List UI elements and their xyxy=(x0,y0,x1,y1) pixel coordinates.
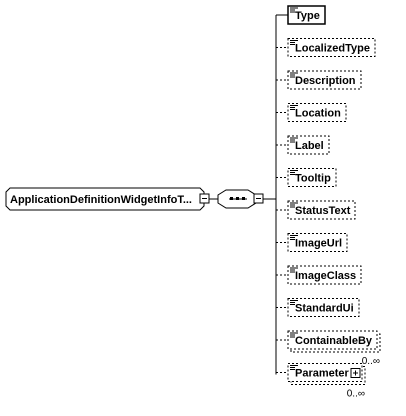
sequence-compositor[interactable] xyxy=(217,189,257,209)
child-element-box xyxy=(287,330,378,350)
element-icon xyxy=(290,202,298,208)
child-element-imageclass[interactable]: ImageClass xyxy=(276,265,362,285)
child-element-box xyxy=(287,135,330,155)
element-icon xyxy=(290,300,298,305)
child-element-label: Label xyxy=(295,140,324,152)
element-icon xyxy=(290,72,298,78)
child-element-statustext[interactable]: StatusText xyxy=(276,200,356,220)
sequence-collapse-icon[interactable] xyxy=(253,193,264,204)
occurrence-label: 0..∞ xyxy=(362,356,380,367)
child-element-box xyxy=(287,38,376,57)
child-element-box xyxy=(287,5,326,25)
element-icon xyxy=(290,40,298,45)
child-element-box xyxy=(287,200,356,220)
sequence-icon xyxy=(229,197,247,200)
child-element-box xyxy=(287,298,360,317)
element-icon xyxy=(290,235,298,240)
child-element-label: ImageUrl xyxy=(295,238,342,250)
child-element-localizedtype[interactable]: LocalizedType xyxy=(276,38,376,57)
child-element-box xyxy=(287,103,347,122)
child-element-box xyxy=(287,233,348,252)
child-element-label: StandardUi xyxy=(295,303,354,315)
element-icon xyxy=(290,170,298,175)
element-icon xyxy=(290,7,298,13)
expand-icon[interactable] xyxy=(350,368,361,378)
child-element-label: ContainableBy xyxy=(295,335,373,347)
child-element-description[interactable]: Description xyxy=(276,70,362,90)
root-collapse-icon[interactable] xyxy=(199,193,210,204)
child-elements: TypeLocalizedTypeDescriptionLocationLabe… xyxy=(275,5,381,400)
element-icon xyxy=(290,267,298,273)
child-element-containableby[interactable]: ContainableBy 0..∞ xyxy=(276,330,381,367)
child-element-location[interactable]: Location xyxy=(276,103,347,122)
child-element-type[interactable]: Type xyxy=(276,5,326,25)
child-element-box xyxy=(287,70,362,90)
child-element-imageurl[interactable]: ImageUrl xyxy=(276,233,348,252)
occurrence-label: 0..∞ xyxy=(347,389,365,400)
element-icon xyxy=(290,137,298,143)
child-element-label: Location xyxy=(295,108,341,120)
child-element-label: Description xyxy=(295,75,356,87)
child-element-label: Parameter xyxy=(295,368,350,380)
child-element-parameter[interactable]: Parameter 0..∞ xyxy=(276,363,366,400)
child-element-label: Type xyxy=(295,10,320,22)
child-element-box xyxy=(287,265,362,285)
element-icon xyxy=(290,332,298,338)
root-element[interactable]: ApplicationDefinitionWidgetInfoT... xyxy=(5,187,205,211)
element-icon xyxy=(290,365,298,370)
child-element-label: Tooltip xyxy=(295,173,331,185)
child-element-box xyxy=(287,168,337,187)
root-element-label: ApplicationDefinitionWidgetInfoT... xyxy=(10,194,192,206)
child-element-standardui[interactable]: StandardUi xyxy=(276,298,360,317)
child-element-tooltip[interactable]: Tooltip xyxy=(276,168,337,187)
child-element-label: LocalizedType xyxy=(295,43,370,55)
element-icon xyxy=(290,105,298,110)
child-element-box xyxy=(287,363,363,382)
child-element-label: StatusText xyxy=(295,205,351,217)
child-element-label: ImageClass xyxy=(295,270,356,282)
child-element-label[interactable]: Label xyxy=(276,135,330,155)
